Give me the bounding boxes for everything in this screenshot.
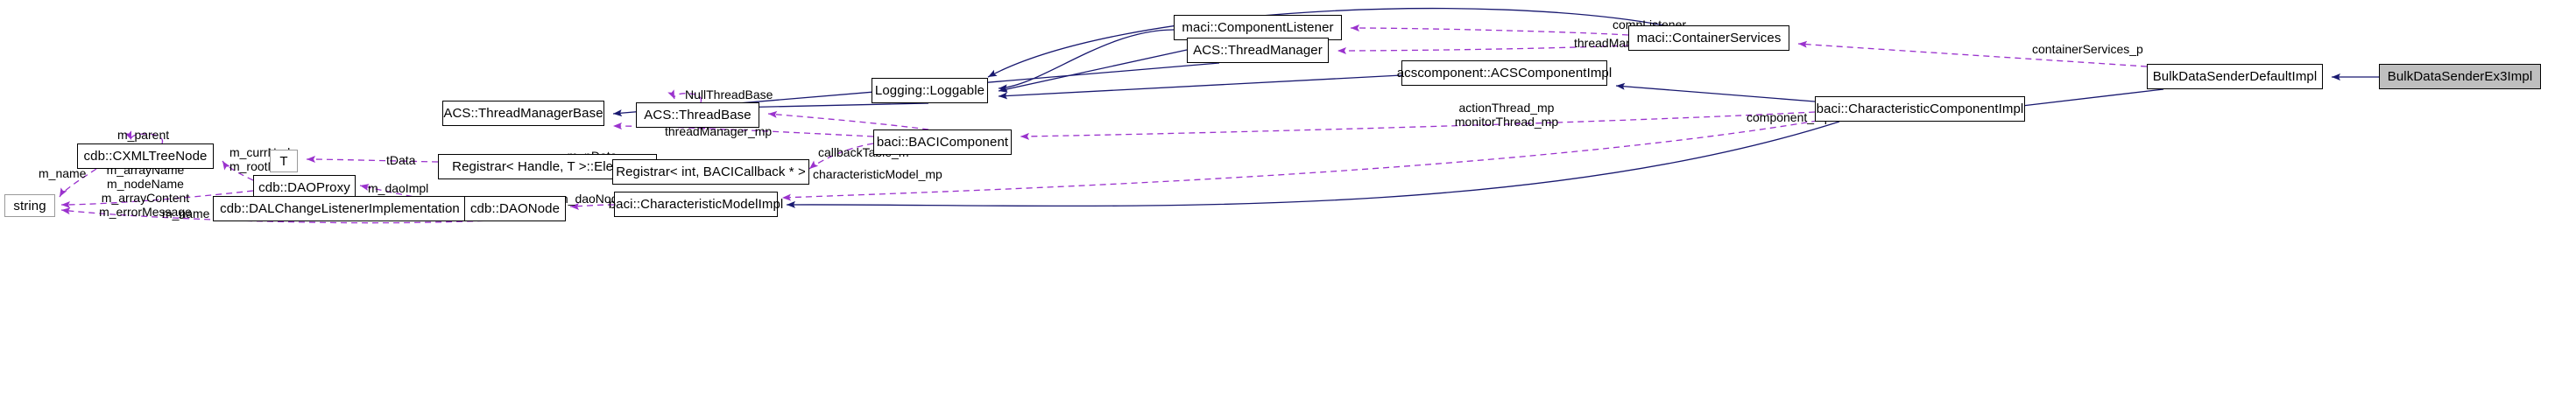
node-label: cdb::DAONode bbox=[469, 201, 561, 216]
node-label: BulkDataSenderDefaultImpl bbox=[2152, 69, 2318, 84]
edge-label-m-daoimpl: m_daoImpl bbox=[368, 181, 429, 195]
node-baci-bacicomponent[interactable]: baci::BACIComponent bbox=[873, 130, 1012, 155]
node-bulkdatasenderex3impl[interactable]: BulkDataSenderEx3Impl bbox=[2379, 64, 2541, 89]
edge-label-actionthread-monitorthread: actionThread_mp monitorThread_mp bbox=[1454, 101, 1559, 130]
node-label: cdb::CXMLTreeNode bbox=[83, 149, 208, 164]
node-registrar-int-bacicallback[interactable]: Registrar< int, BACICallback * > bbox=[612, 159, 809, 185]
node-registrar-handle-t-element[interactable]: Registrar< Handle, T >::Element bbox=[438, 154, 657, 179]
edge-label-m-name-bottom: m_name bbox=[162, 206, 210, 220]
node-label: baci::CharacteristicModelImpl bbox=[608, 197, 784, 212]
node-acs-threadmanager[interactable]: ACS::ThreadManager bbox=[1187, 38, 1329, 63]
node-label: T bbox=[279, 153, 288, 169]
node-label: Logging::Loggable bbox=[874, 83, 985, 98]
node-label: Registrar< Handle, T >::Element bbox=[452, 159, 643, 174]
node-acs-threadmanagerbase[interactable]: ACS::ThreadManagerBase bbox=[442, 101, 604, 126]
node-cdb-dalchangelistenerimplementation[interactable]: cdb::DALChangeListenerImplementation bbox=[213, 196, 467, 221]
node-cdb-cxmltreenode[interactable]: cdb::CXMLTreeNode bbox=[77, 144, 214, 169]
edge-label-tdata: tData bbox=[386, 153, 416, 167]
edge-label-nullthreadbase: NullThreadBase bbox=[685, 88, 773, 102]
node-baci-characteristiccomponentimpl[interactable]: baci::CharacteristicComponentImpl bbox=[1815, 96, 2025, 122]
node-label: maci::ComponentListener bbox=[1182, 20, 1334, 35]
node-acscomponent-acscomponentimpl[interactable]: acscomponent::ACSComponentImpl bbox=[1397, 60, 1612, 86]
node-label: baci::BACIComponent bbox=[876, 135, 1009, 150]
node-label: cdb::DALChangeListenerImplementation bbox=[220, 201, 460, 216]
edge-label-containerservices-p: containerServices_p bbox=[2032, 42, 2143, 56]
edge-label-characteristicmodel-mp: characteristicModel_mp bbox=[813, 167, 942, 181]
node-label: baci::CharacteristicComponentImpl bbox=[1816, 102, 2024, 116]
edge-label-m-parent: m_parent bbox=[117, 128, 170, 142]
node-label: cdb::DAOProxy bbox=[258, 180, 350, 195]
node-label: ACS::ThreadManager bbox=[1193, 43, 1323, 58]
node-acs-threadbase[interactable]: ACS::ThreadBase bbox=[636, 102, 759, 128]
node-logging-loggable[interactable]: Logging::Loggable bbox=[872, 78, 988, 103]
node-label: ACS::ThreadManagerBase bbox=[443, 106, 603, 121]
node-label: BulkDataSenderEx3Impl bbox=[2387, 69, 2533, 84]
node-label: maci::ContainerServices bbox=[1636, 31, 1782, 46]
node-maci-componentlistener[interactable]: maci::ComponentListener bbox=[1174, 15, 1342, 40]
node-maci-containerservices[interactable]: maci::ContainerServices bbox=[1628, 25, 1789, 51]
node-template-t[interactable]: T bbox=[270, 150, 298, 172]
node-baci-characteristicmodelimpl[interactable]: baci::CharacteristicModelImpl bbox=[609, 192, 783, 217]
node-label: ACS::ThreadBase bbox=[644, 108, 752, 122]
node-cdb-daonode[interactable]: cdb::DAONode bbox=[464, 196, 566, 221]
node-label: Registrar< int, BACICallback * > bbox=[616, 164, 806, 179]
node-bulkdatasenderdefaultimpl[interactable]: BulkDataSenderDefaultImpl bbox=[2147, 64, 2323, 89]
node-label: acscomponent::ACSComponentImpl bbox=[1396, 66, 1613, 80]
node-string[interactable]: string bbox=[4, 194, 55, 217]
node-label: string bbox=[13, 198, 46, 214]
